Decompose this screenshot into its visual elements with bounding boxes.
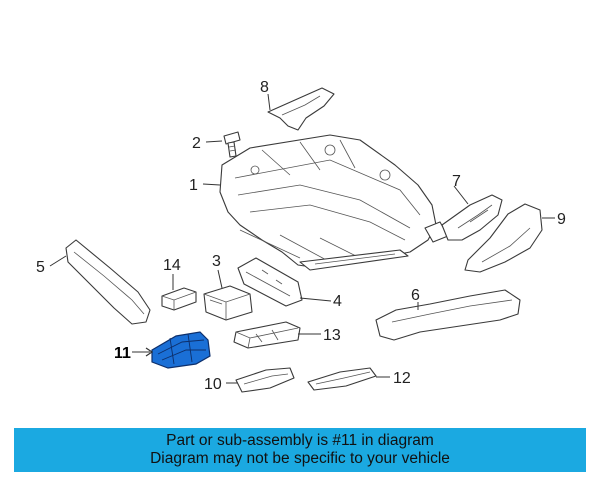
callout-13: 13	[323, 327, 341, 344]
part-13-tray	[233, 321, 301, 349]
callout-2: 2	[192, 135, 201, 152]
callout-4: 4	[333, 293, 342, 310]
part-3-module	[203, 285, 253, 321]
part-8-bracket	[267, 87, 335, 131]
part-2-bolt	[223, 131, 241, 158]
part-1-seat-frame	[219, 134, 449, 271]
banner-line-1: Part or sub-assembly is #11 in diagram	[166, 432, 434, 449]
part-14-clip	[161, 287, 197, 311]
callout-8: 8	[260, 79, 269, 96]
part-12-lower-cover	[307, 367, 377, 391]
callout-labels: 8 2 1 7 9 5 14 3 4 6 13 11 10 12	[36, 79, 566, 393]
callout-9: 9	[557, 211, 566, 228]
part-4-rail-bracket	[237, 257, 303, 307]
part-5-front-trim	[65, 239, 151, 325]
banner-line-2: Diagram may not be specific to your vehi…	[150, 450, 450, 467]
callout-3: 3	[212, 253, 221, 270]
callout-6: 6	[411, 287, 420, 304]
part-7-side-bracket	[441, 194, 503, 241]
parts-diagram: 8 2 1 7 9 5 14 3 4 6 13 11 10 12	[36, 79, 566, 393]
callout-12: 12	[393, 370, 411, 387]
callout-1: 1	[189, 177, 198, 194]
callout-5: 5	[36, 259, 45, 276]
callout-7: 7	[452, 173, 461, 190]
part-11-highlighted-assembly	[151, 331, 211, 369]
part-info-banner: Part or sub-assembly is #11 in diagram D…	[14, 428, 586, 472]
part-9-side-trim	[464, 203, 543, 273]
part-6-long-trim	[375, 289, 521, 341]
callout-11: 11	[114, 345, 131, 362]
callout-10: 10	[204, 376, 222, 393]
leader-lines	[49, 93, 555, 384]
callout-14: 14	[163, 257, 181, 274]
part-10-lower-cover	[235, 367, 295, 393]
